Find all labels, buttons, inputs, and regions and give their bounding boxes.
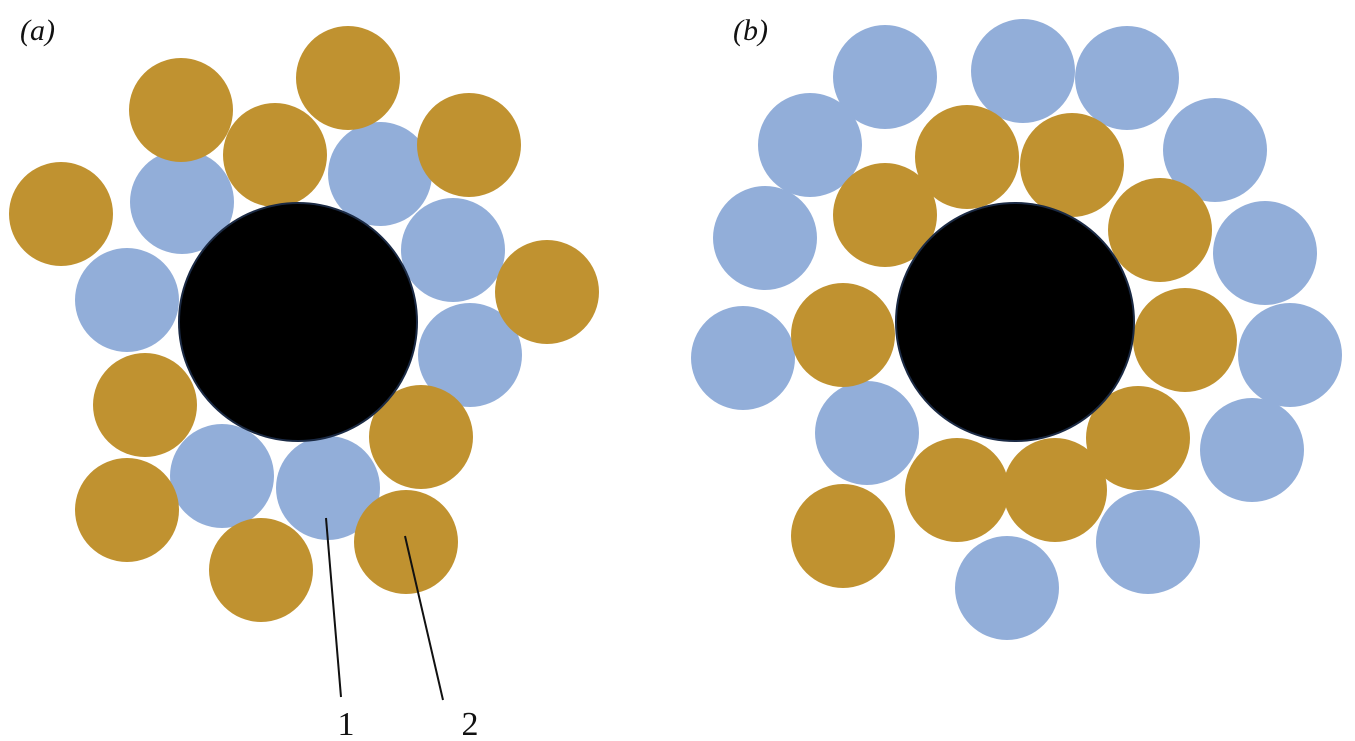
panel-b-type-1-particle-1 bbox=[833, 25, 937, 129]
panel-b-type-1-particle-4 bbox=[758, 93, 862, 197]
panel-b-type-2-particle-8 bbox=[905, 438, 1009, 542]
panel-b-type-2-particle-9 bbox=[1003, 438, 1107, 542]
panel-b-type-1-particle-10 bbox=[815, 381, 919, 485]
panel-a-type-2-particle-2 bbox=[129, 58, 233, 162]
panel-b-type-2-particle-3 bbox=[833, 163, 937, 267]
panel-a-type-2-particle-5 bbox=[9, 162, 113, 266]
panel-a-type-2-particle-9 bbox=[75, 458, 179, 562]
panel-b-type-1-particle-2 bbox=[971, 19, 1075, 123]
panel-a-type-2-particle-7 bbox=[93, 353, 197, 457]
panel-a-type-1-particle-6 bbox=[170, 424, 274, 528]
panel-b-type-2-particle-4 bbox=[1108, 178, 1212, 282]
panel-a-core bbox=[178, 202, 418, 442]
panel-b-type-2-particle-5 bbox=[791, 283, 895, 387]
panel-a-type-2-particle-8 bbox=[369, 385, 473, 489]
panel-b-type-2-particle-6 bbox=[1133, 288, 1237, 392]
callout-2-label: 2 bbox=[462, 706, 479, 741]
panel-b-type-1-particle-9 bbox=[1238, 303, 1342, 407]
panel-a-type-2-particle-4 bbox=[417, 93, 521, 197]
panel-a-type-1-particle-1 bbox=[130, 150, 234, 254]
panel-a-label: (a) bbox=[20, 14, 55, 47]
panel-a-type-1-particle-3 bbox=[401, 198, 505, 302]
panel-b: (b) bbox=[691, 14, 1342, 640]
panel-b-type-1-particle-12 bbox=[1096, 490, 1200, 594]
panel-a-type-2-particle-10 bbox=[209, 518, 313, 622]
panel-a-type-1-particle-5 bbox=[418, 303, 522, 407]
panel-b-type-2-particles bbox=[791, 105, 1237, 588]
panel-a-type-2-particle-3 bbox=[223, 103, 327, 207]
panel-b-type-2-particle-1 bbox=[915, 105, 1019, 209]
panel-b-type-1-particle-5 bbox=[1163, 98, 1267, 202]
panel-a-type-1-particle-7 bbox=[276, 436, 380, 540]
callout-1-label: 1 bbox=[338, 706, 355, 741]
panel-a: (a) 1 2 bbox=[9, 14, 599, 741]
panel-b-type-2-particle-2 bbox=[1020, 113, 1124, 217]
panel-b-type-1-particle-13 bbox=[955, 536, 1059, 640]
panel-a-type-1-particle-2 bbox=[328, 122, 432, 226]
panel-b-label: (b) bbox=[733, 14, 768, 47]
panel-b-type-2-particle-7 bbox=[1086, 386, 1190, 490]
panel-a-type-2-particles bbox=[9, 26, 599, 622]
panel-b-core bbox=[895, 202, 1135, 442]
panel-a-type-1-particles bbox=[75, 122, 522, 540]
panel-b-type-1-particle-11 bbox=[1200, 398, 1304, 502]
panel-a-type-2-particle-6 bbox=[495, 240, 599, 344]
callout-2-leader bbox=[404, 535, 444, 701]
panel-b-type-1-particle-8 bbox=[691, 306, 795, 410]
panel-a-type-1-particle-4 bbox=[75, 248, 179, 352]
panel-b-type-2-particle-10 bbox=[791, 484, 895, 588]
panel-b-type-1-particles bbox=[691, 19, 1342, 640]
panel-b-type-1-particle-7 bbox=[1213, 201, 1317, 305]
panel-b-type-1-particle-3 bbox=[1075, 26, 1179, 130]
panel-a-type-2-particle-1 bbox=[296, 26, 400, 130]
callout-1-leader bbox=[325, 517, 342, 698]
panel-b-type-1-particle-6 bbox=[713, 186, 817, 290]
